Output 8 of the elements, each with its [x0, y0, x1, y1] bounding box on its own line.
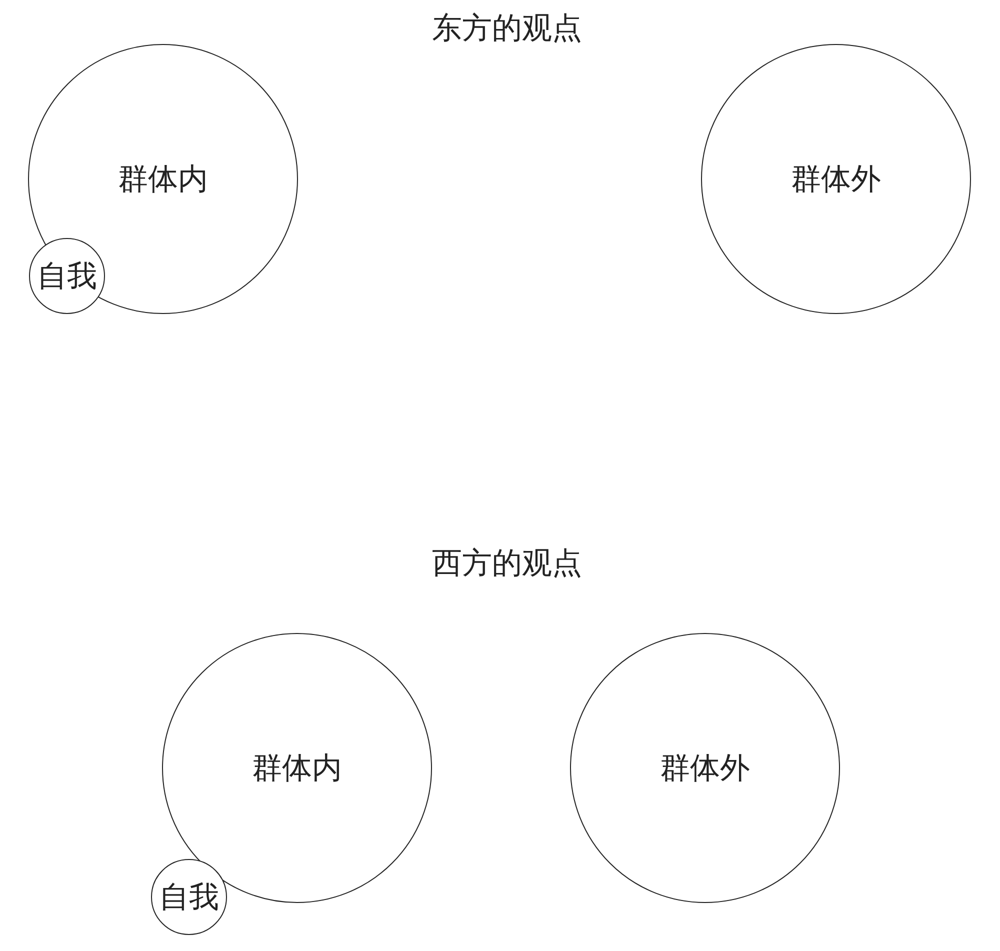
circle-label: 群体内	[252, 750, 342, 788]
panel-heading: 东方的观点	[432, 10, 582, 48]
circle-label: 自我	[159, 878, 219, 916]
circle-label: 群体外	[660, 750, 750, 788]
panel-heading: 西方的观点	[432, 545, 582, 583]
circle-label: 群体外	[791, 160, 881, 198]
circle-label: 群体内	[118, 160, 208, 198]
circle-label: 自我	[37, 258, 97, 296]
